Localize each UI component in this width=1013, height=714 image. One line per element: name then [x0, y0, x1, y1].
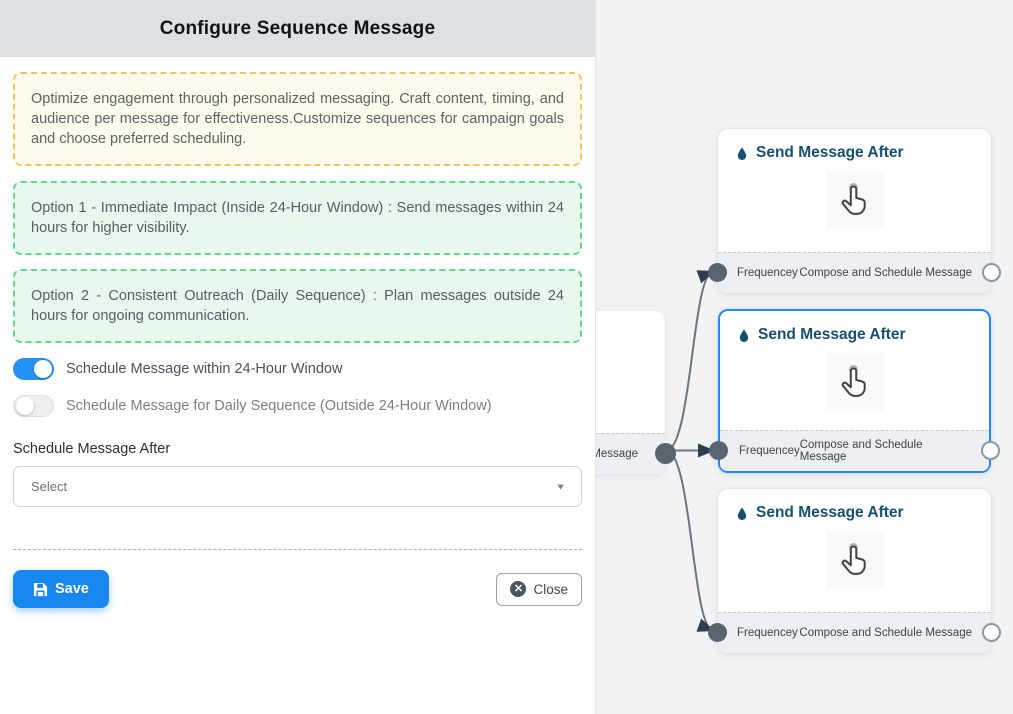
edge-to-node-3 [665, 449, 714, 631]
frequency-label[interactable]: Frequencey [737, 627, 798, 639]
select-value: Select [31, 479, 68, 494]
source-handle[interactable] [981, 441, 1000, 460]
toggle-knob [34, 360, 52, 378]
frequency-label[interactable]: Frequencey [739, 445, 800, 457]
partial-footer-label: ce Message [596, 448, 638, 460]
toggle-24h-window[interactable] [13, 358, 54, 380]
toggle-24h-label: Schedule Message within 24-Hour Window [66, 361, 343, 377]
node-title: Send Message After [756, 144, 904, 161]
node-send-message-after-1[interactable]: Send Message After Frequencey Compose an… [708, 129, 1001, 293]
edge-to-node-1 [665, 271, 714, 452]
node-footer: Frequencey Compose and Schedule Message [718, 612, 991, 653]
toggle-daily-sequence[interactable] [13, 395, 54, 417]
panel-body: Optimize engagement through personalized… [0, 57, 595, 608]
configure-sequence-panel: Configure Sequence Message Optimize enga… [0, 0, 596, 714]
actions-divider [13, 549, 582, 550]
panel-actions: Save ✕ Close [13, 570, 582, 608]
toggle-knob [16, 397, 34, 415]
tap-hand-icon[interactable] [825, 353, 884, 411]
save-button-label: Save [55, 581, 89, 597]
frequency-label[interactable]: Frequencey [737, 267, 798, 279]
intro-notice: Optimize engagement through personalized… [13, 72, 582, 166]
tap-hand-icon[interactable] [825, 531, 884, 589]
node-send-message-after-2[interactable]: Send Message After Frequencey Compose an… [709, 309, 1000, 473]
save-icon [33, 582, 48, 597]
close-button[interactable]: ✕ Close [496, 572, 582, 606]
compose-schedule-label[interactable]: Compose and Schedule Message [799, 627, 972, 639]
source-handle[interactable] [982, 263, 1001, 282]
compose-schedule-label[interactable]: Compose and Schedule Message [799, 439, 923, 463]
close-icon: ✕ [510, 581, 527, 597]
tap-hand-icon[interactable] [825, 171, 884, 229]
node-body [718, 524, 991, 596]
toggle-daily-label: Schedule Message for Daily Sequence (Out… [66, 398, 492, 414]
node-header: Send Message After [720, 311, 989, 344]
compose-schedule-label[interactable]: Compose and Schedule Message [799, 267, 972, 279]
node-footer: Frequencey Compose and Schedule Message [718, 252, 991, 293]
node-body [718, 164, 991, 236]
droplet-icon [735, 506, 749, 521]
node-title: Send Message After [756, 504, 904, 521]
chevron-down-icon: ▼ [555, 481, 566, 492]
save-button[interactable]: Save [13, 570, 109, 608]
node-sequence-message-partial[interactable]: ce Message [596, 311, 676, 474]
option1-notice: Option 1 - Immediate Impact (Inside 24-H… [13, 181, 582, 255]
node-send-message-after-3[interactable]: Send Message After Frequencey Compose an… [708, 489, 1001, 653]
option2-notice: Option 2 - Consistent Outreach (Daily Se… [13, 269, 582, 343]
node-footer: Frequencey Compose and Schedule Message [720, 430, 989, 471]
source-handle[interactable] [655, 443, 676, 464]
node-header: Send Message After [718, 129, 991, 162]
droplet-icon [737, 328, 751, 343]
schedule-after-label: Schedule Message After [13, 441, 171, 457]
node-body [720, 346, 989, 418]
toggle-row-daily: Schedule Message for Daily Sequence (Out… [13, 395, 582, 417]
toggle-row-24h: Schedule Message within 24-Hour Window [13, 358, 582, 380]
schedule-after-select[interactable]: Select ▼ [13, 466, 582, 507]
target-handle[interactable] [708, 263, 727, 282]
node-footer: ce Message [596, 433, 665, 474]
node-header: Send Message After [718, 489, 991, 522]
source-handle[interactable] [982, 623, 1001, 642]
target-handle[interactable] [708, 623, 727, 642]
target-handle[interactable] [709, 441, 728, 460]
panel-title: Configure Sequence Message [0, 0, 595, 57]
node-title: Send Message After [758, 326, 906, 343]
close-button-label: Close [533, 581, 568, 597]
droplet-icon [735, 146, 749, 161]
flow-canvas[interactable]: ce Message Send Message After Frequencey… [596, 0, 1013, 714]
